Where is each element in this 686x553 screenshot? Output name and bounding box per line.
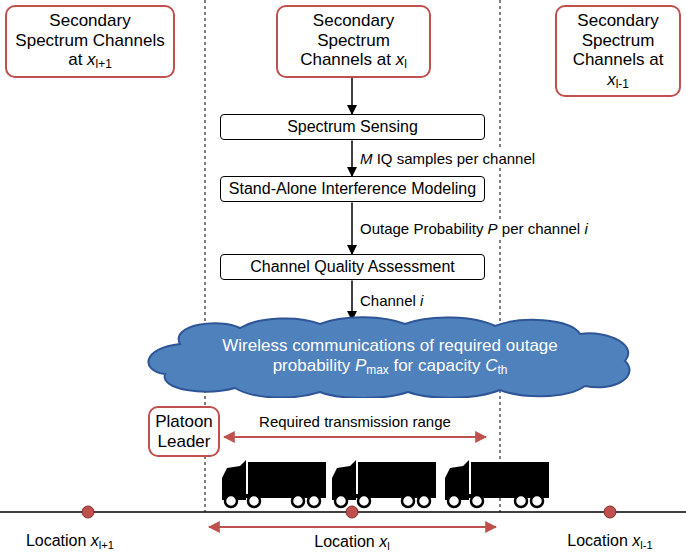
- process-box: Stand-Alone Interference Modeling: [220, 176, 485, 202]
- truck-wheel: [531, 495, 543, 507]
- truck-wheel: [515, 495, 527, 507]
- truck-wheel: [225, 495, 237, 507]
- process-box: Channel Quality Assessment: [220, 254, 485, 280]
- node-text: Secondary Spectrum Channels at xl+1: [13, 11, 167, 72]
- region-box: Secondary Spectrum Channels at xl: [276, 5, 431, 78]
- edge-label: M IQ samples per channel: [358, 150, 537, 167]
- location-label: Location xl+1: [24, 532, 116, 551]
- road-line: [0, 511, 686, 513]
- region-box: Secondary Spectrum Channels at xl-1: [555, 5, 681, 97]
- node-text: Channel Quality Assessment: [250, 258, 455, 276]
- node-text: Stand-Alone Interference Modeling: [229, 180, 476, 198]
- node-text: Platoon Leader: [155, 412, 213, 451]
- node-text: Secondary Spectrum Channels at xl: [284, 11, 423, 72]
- location-dot: [346, 506, 358, 518]
- location-dot: [604, 506, 616, 518]
- truck-wheel: [471, 495, 483, 507]
- flow-arrow: [351, 202, 353, 254]
- truck-wheel: [248, 495, 260, 507]
- flow-arrow: [351, 140, 353, 176]
- edge-label: Channel i: [358, 292, 425, 309]
- process-box: Spectrum Sensing: [220, 114, 485, 140]
- node-text: Spectrum Sensing: [287, 118, 418, 136]
- edge-label: Outage Probability P per channel i: [358, 220, 590, 237]
- location-dot: [82, 506, 94, 518]
- dashed-divider: [500, 0, 501, 512]
- truck-wheel: [358, 495, 370, 507]
- truck-trailer: [248, 462, 326, 494]
- truck-platoon: [222, 460, 549, 507]
- region-box: Secondary Spectrum Channels at xl+1: [5, 5, 175, 78]
- truck-wheel: [335, 495, 347, 507]
- location-label: Location xl: [312, 533, 391, 552]
- location-arrow: [209, 526, 496, 528]
- node-text: Secondary Spectrum Channels at xl-1: [563, 11, 673, 91]
- leader-box: Platoon Leader: [148, 406, 220, 457]
- flow-arrow: [351, 280, 353, 320]
- truck-trailer: [471, 462, 549, 494]
- flow-arrow: [351, 78, 353, 114]
- cloud-shape: Wireless communications of required outa…: [140, 316, 640, 398]
- truck-wheel: [292, 495, 304, 507]
- truck-wheel: [448, 495, 460, 507]
- range-arrow: [224, 436, 486, 438]
- truck-trailer: [358, 462, 436, 494]
- truck-wheel: [402, 495, 414, 507]
- truck-wheel: [308, 495, 320, 507]
- node-text: Wireless communications of required outa…: [210, 336, 570, 377]
- cloud-outline: [140, 316, 640, 398]
- location-label: Location xl-1: [565, 532, 654, 551]
- truck-wheel: [418, 495, 430, 507]
- range-label: Required transmission range: [257, 413, 453, 430]
